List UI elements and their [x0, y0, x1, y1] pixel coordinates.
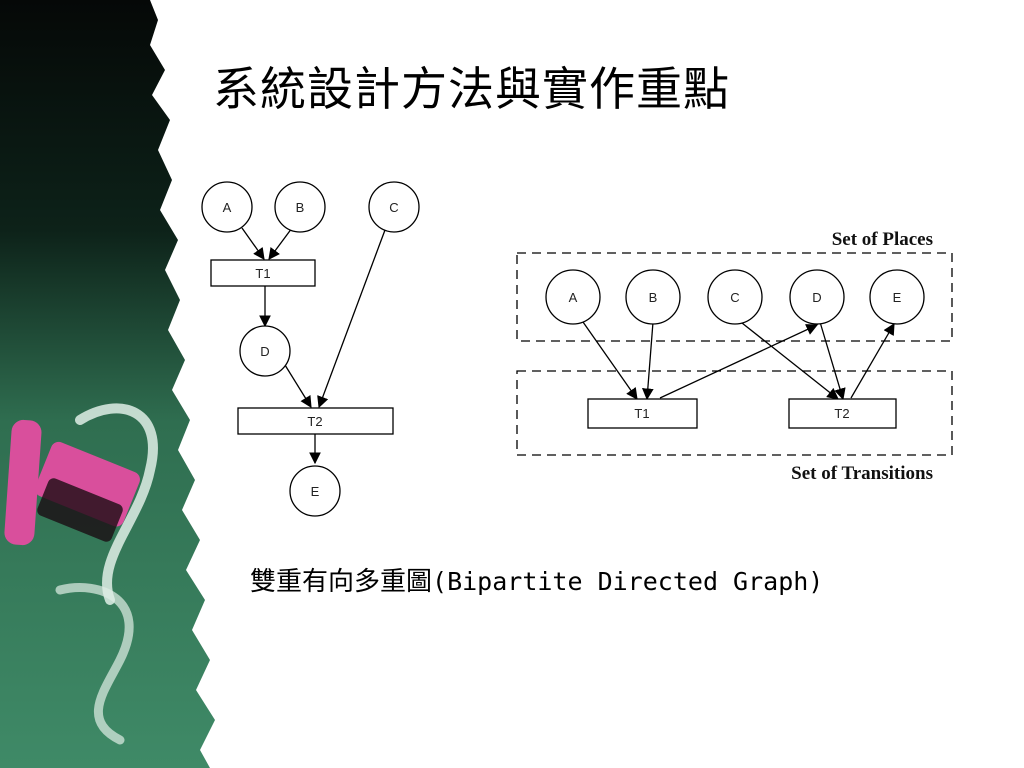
caption-english: (Bipartite Directed Graph): [432, 567, 824, 596]
right-petri-net: Set of Places Set of Transitions A B: [516, 229, 953, 484]
place-b-label: B: [296, 200, 305, 215]
arc-d-t2: [284, 364, 312, 408]
diagram-caption: 雙重有向多重圖(Bipartite Directed Graph): [250, 562, 970, 602]
place-b: B: [274, 181, 326, 233]
place-a: A: [201, 181, 253, 233]
set-of-places-label: Set of Places: [832, 229, 933, 250]
place-e-label: E: [311, 484, 320, 499]
pink-chalk-piece: [4, 419, 140, 546]
place-e: E: [289, 465, 341, 517]
right-transition-t1: T1: [587, 398, 698, 429]
chalkboard-edge: [0, 0, 215, 768]
left-arcs: [241, 227, 386, 465]
place-c: C: [368, 181, 420, 233]
arc-r-c-t2: [741, 322, 839, 400]
left-petri-net: A B C T1 D T2: [201, 181, 420, 517]
place-c-label: C: [389, 200, 398, 215]
right-place-c-label: C: [730, 290, 739, 305]
place-d: D: [239, 325, 291, 377]
right-transition-t2: T2: [788, 398, 897, 429]
transition-t2-label: T2: [307, 414, 322, 429]
transition-t1: T1: [210, 259, 316, 287]
transitions-set-box: [516, 370, 953, 456]
transition-t2: T2: [237, 407, 394, 435]
arc-a-t1: [241, 227, 265, 260]
arc-r-a-t1: [582, 321, 638, 400]
arc-r-t1-d: [659, 324, 819, 399]
transition-t1-label: T1: [255, 266, 270, 281]
caption-chinese: 雙重有向多重圖: [250, 567, 433, 597]
arc-r-t2-e: [850, 322, 895, 399]
right-place-d: D: [789, 269, 845, 325]
arc-b-t1: [268, 227, 293, 260]
right-place-a: A: [545, 269, 601, 325]
arc-c-t2: [317, 229, 386, 409]
right-transition-t2-label: T2: [834, 406, 849, 421]
right-place-e-label: E: [893, 290, 902, 305]
slide-title: 系統設計方法與實作重點: [213, 62, 730, 116]
right-place-c: C: [707, 269, 763, 325]
right-place-a-label: A: [569, 290, 578, 305]
place-d-label: D: [260, 344, 269, 359]
right-place-b: B: [625, 269, 681, 325]
right-place-e: E: [869, 269, 925, 325]
chalk-scribble: [75, 403, 158, 605]
right-place-b-label: B: [649, 290, 658, 305]
places-set-box: [516, 252, 953, 342]
place-a-label: A: [223, 200, 232, 215]
right-place-d-label: D: [812, 290, 821, 305]
arc-r-b-t1: [641, 321, 654, 401]
petri-net-diagrams: A B C T1 D T2: [201, 181, 953, 517]
chalk-scribble-2: [55, 583, 134, 745]
arc-r-d-t2: [819, 321, 846, 401]
set-of-transitions-label: Set of Transitions: [791, 463, 933, 484]
right-arcs: [582, 321, 895, 401]
right-transition-t1-label: T1: [634, 406, 649, 421]
